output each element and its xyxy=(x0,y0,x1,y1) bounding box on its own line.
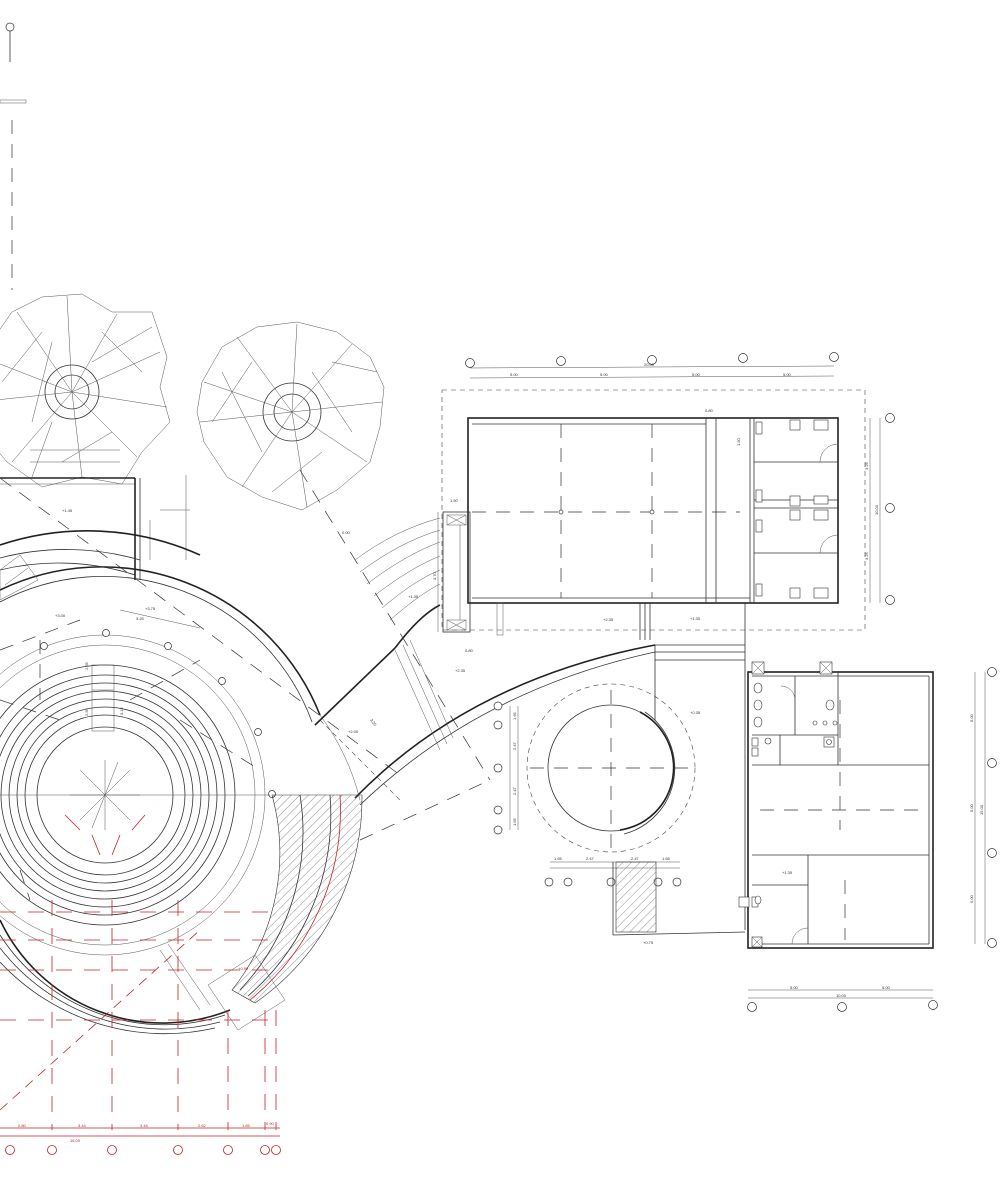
amph-level-3: +2.00 xyxy=(348,729,359,734)
tree-level-label-2: 0.00 xyxy=(342,530,351,535)
block-level: +1.35 xyxy=(782,870,793,875)
red-level-label: +0.90 xyxy=(238,966,249,971)
pav-dim-right-1: 3.25 xyxy=(864,461,869,470)
pav-small-2: 1.50 xyxy=(736,437,741,446)
connector-path: +0.35 xyxy=(654,603,746,930)
top-left-reference-lines xyxy=(0,22,27,290)
pavilion-top-grid-bubbles xyxy=(465,352,839,368)
pav-level-2: +1.35 xyxy=(690,616,701,621)
red-dim-6: 0.90 xyxy=(266,1121,275,1126)
block-dim-bot-2: 5.00 xyxy=(882,985,891,990)
curved-walkway: +2.35 +1.35 3.25 xyxy=(299,469,656,841)
block-bottom-grid-bubbles xyxy=(747,1000,938,1012)
pav-dim-top-2: 5.00 xyxy=(600,372,609,377)
amph-dim-3: 2.50 xyxy=(84,707,89,716)
circle-dim-1: 1.65 xyxy=(554,856,563,861)
upper-level-2: +1.35 xyxy=(408,594,419,599)
amph-level-2: +3.75 xyxy=(145,606,156,611)
upper-platform: +1.45 0.00 xyxy=(0,449,401,776)
bridge-label: 3.25 xyxy=(369,718,378,728)
pav-dim-right-3: 3.25 xyxy=(864,551,869,560)
pav-level-1: +2.35 xyxy=(603,617,614,622)
pav-left-bot: 0.80 xyxy=(465,648,474,653)
hatched-ramp: +0.90 xyxy=(159,794,363,1031)
red-dim-2: 3.44 xyxy=(78,1123,87,1128)
block-dim-right-total: 15.00 xyxy=(979,804,984,815)
amph-dim-4: 3.15 xyxy=(119,706,124,715)
pav-dim-top-4: 5.00 xyxy=(783,372,792,377)
pav-dim-top-1: 5.00 xyxy=(510,372,519,377)
tree-symbol-right xyxy=(196,321,385,511)
circle-v-3: 2.47 xyxy=(512,786,517,795)
circle-v-1: 1.65 xyxy=(512,711,517,720)
circle-dim-2: 2.47 xyxy=(586,856,595,861)
red-dim-3: 3.44 xyxy=(140,1123,149,1128)
amph-dim-1: 3.25 xyxy=(136,616,145,621)
amphitheatre: +3.00 +3.75 +2.00 3.25 2.65 2.50 3.15 xyxy=(0,530,361,1035)
block-dim-bot-1: 5.00 xyxy=(790,985,799,990)
circular-feature: 1.65 2.47 2.47 1.65 1.65 2.47 2.47 1.65 … xyxy=(493,683,746,945)
amph-dim-2: 2.65 xyxy=(84,661,89,670)
red-dim-5: 1.65 xyxy=(242,1123,251,1128)
block-dim-bot-total: 10.00 xyxy=(836,993,847,998)
red-markup-grid: 2.80 3.44 3.44 2.62 1.65 0.90 16.00 xyxy=(0,814,281,1155)
pavilion-building: 20.00 5.00 5.00 5.00 5.00 xyxy=(432,352,895,653)
circle-dim-4: 1.65 xyxy=(662,856,671,861)
circle-left-grid-bubbles xyxy=(493,701,503,835)
upper-level-1: +2.35 xyxy=(455,668,466,673)
circle-v-2: 2.47 xyxy=(512,741,517,750)
block-dim-right-2: 5.00 xyxy=(969,803,974,812)
tree-symbol-left xyxy=(0,293,171,488)
block-right-grid-bubbles xyxy=(987,667,997,948)
tree-level-label: +1.45 xyxy=(62,508,73,513)
pav-dim-total: 20.00 xyxy=(644,362,655,367)
ramp-level: +0.75 xyxy=(643,940,654,945)
block-dim-right-3: 5.00 xyxy=(969,894,974,903)
red-dim-4: 2.62 xyxy=(198,1123,207,1128)
circle-level: +0.35 xyxy=(690,710,701,715)
block-dim-right-1: 5.00 xyxy=(969,713,974,722)
amph-level-1: +3.00 xyxy=(55,613,66,618)
circle-v-4: 1.65 xyxy=(512,817,517,826)
lower-right-block: +1.35 5.00 5.00 15.00 5.00 5.00 5.00 10.… xyxy=(738,661,997,1012)
pav-dim-top-3: 5.00 xyxy=(692,372,701,377)
red-grid-bubbles xyxy=(5,1145,281,1155)
pav-left-dim: 1.50 xyxy=(450,498,459,503)
red-dim-total: 16.00 xyxy=(70,1138,81,1143)
red-dim-1: 2.80 xyxy=(18,1123,27,1128)
pavilion-wc-cubicles xyxy=(754,419,839,599)
pav-left-v: 3.70 xyxy=(432,571,437,580)
pav-small-1: 0.80 xyxy=(705,408,714,413)
pav-dim-right-total: 10.00 xyxy=(874,504,879,515)
circle-dim-3: 2.47 xyxy=(631,856,640,861)
pavilion-right-grid-bubbles xyxy=(885,413,895,605)
